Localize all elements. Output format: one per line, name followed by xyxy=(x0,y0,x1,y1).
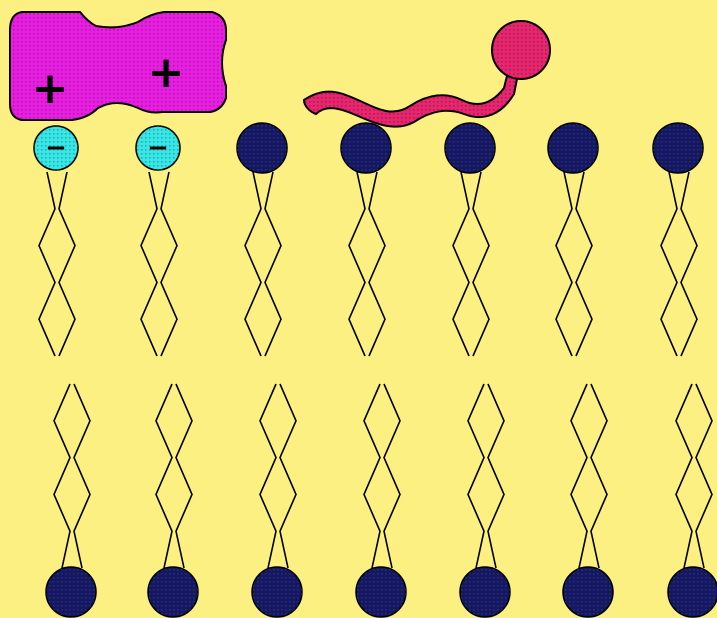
anionic-charge: − xyxy=(45,133,67,163)
anionic-charge: − xyxy=(147,133,169,163)
protein: + + xyxy=(10,12,226,120)
protein-charge-1: + xyxy=(32,63,69,114)
protein-charge-2: + xyxy=(148,47,185,98)
